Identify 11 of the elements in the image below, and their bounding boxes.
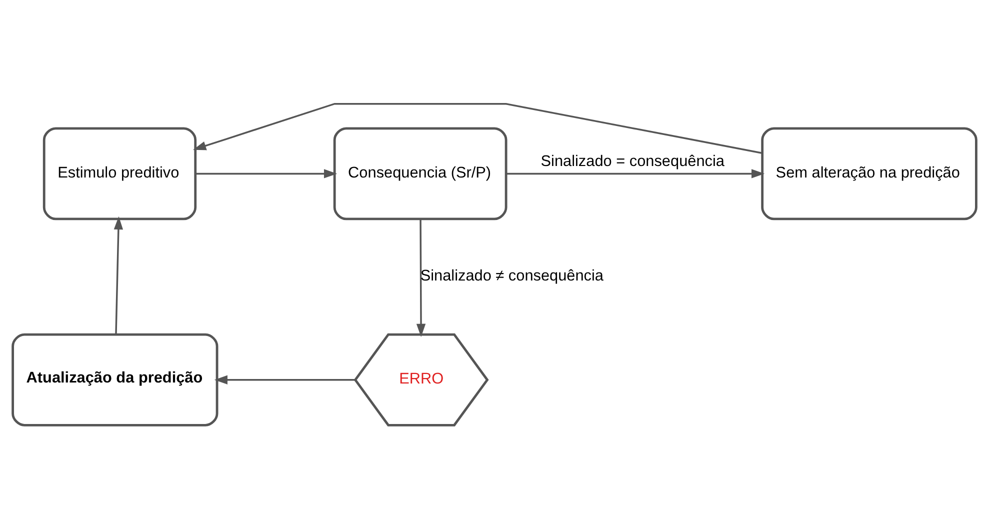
node-box: Estimulo preditivo: [42, 127, 197, 220]
arrow: [195, 169, 338, 178]
arrow: [214, 375, 356, 384]
edge-label: Sinalizado = consequência: [540, 152, 724, 170]
arrow: [506, 169, 765, 178]
arrow: [416, 218, 426, 337]
arrow: [192, 102, 762, 154]
arrow: [114, 216, 124, 334]
node-box: Atualização da predição: [12, 333, 218, 426]
node-box: Consequencia (Sr/P): [333, 127, 508, 220]
node-box: Sem alteração na predição: [761, 127, 978, 220]
